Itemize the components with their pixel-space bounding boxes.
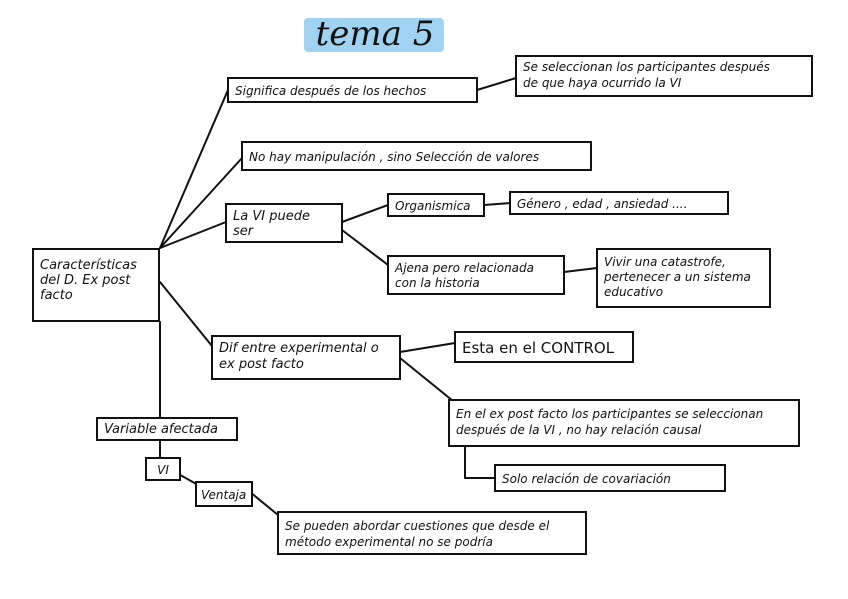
node-vi: VI	[145, 457, 181, 481]
connector-root-vi-puede	[159, 221, 227, 249]
connector-dif-control	[399, 342, 456, 353]
node-ajena-ejemplos: Vivir una catastrofe, pertenecer a un si…	[596, 248, 771, 308]
node-ventaja: Ventaja	[195, 481, 253, 507]
connector-vipuede-organismica	[341, 204, 389, 223]
node-organismica: Organismica	[387, 193, 485, 217]
connector-root-dif-entre	[159, 281, 213, 347]
connector-ventaja-detalle	[249, 491, 279, 516]
connector-significa-detalle	[476, 77, 517, 91]
node-variable-afectada: Variable afectada	[96, 417, 238, 441]
node-significa: Significa después de los hechos	[227, 77, 478, 103]
title-highlight	[304, 18, 444, 52]
node-control: Esta en el CONTROL	[454, 331, 634, 363]
node-organismica-ejemplos: Género , edad , ansiedad ....	[509, 191, 729, 215]
connector-root-no-manipulacion	[159, 157, 243, 249]
node-vi-puede-ser: La VI puede ser	[225, 203, 343, 243]
node-ajena: Ajena pero relacionada con la historia	[387, 255, 565, 295]
connector-dif-seleccion	[399, 357, 459, 406]
connector-vipuede-ajena	[341, 229, 389, 266]
connector-organismica-ejemplos	[483, 202, 511, 206]
node-root-caracteristicas: Características del D. Ex post facto	[32, 248, 160, 322]
node-seleccion-despues: En el ex post facto los participantes se…	[448, 399, 800, 447]
connector-root-significa	[159, 89, 229, 249]
node-no-manipulacion: No hay manipulación , sino Selección de …	[241, 141, 592, 171]
node-covariacion: Solo relación de covariación	[494, 464, 726, 492]
node-ventaja-detalle: Se pueden abordar cuestiones que desde e…	[277, 511, 587, 555]
node-dif-entre: Dif entre experimental o ex post facto	[211, 335, 401, 380]
page-title: tema 5	[290, 12, 460, 56]
connector-ajena-ejemplos	[563, 267, 598, 273]
node-significa-detalle: Se seleccionan los participantes después…	[515, 55, 813, 97]
title-text: tema 5	[315, 14, 435, 54]
